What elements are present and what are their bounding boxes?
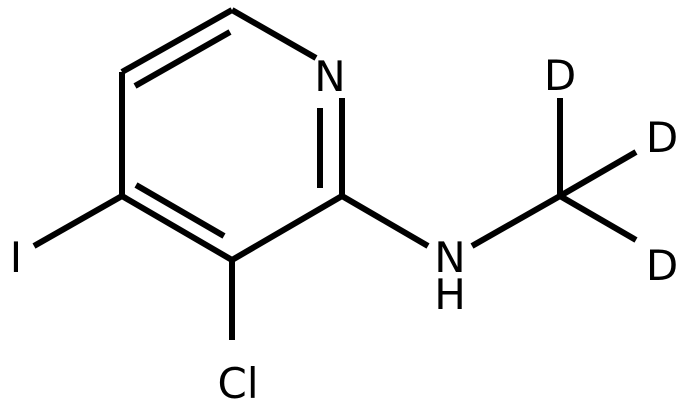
bond-ring-top xyxy=(120,7,234,75)
atom-ring-nitrogen: N xyxy=(314,52,345,101)
bond-ring-top-inner xyxy=(133,29,232,89)
bond-ring-c2-to-c3 xyxy=(230,193,344,263)
atom-amine-hydrogen: H xyxy=(434,270,466,319)
bond-ring-c3-to-c4-inner xyxy=(134,182,226,239)
bond-ring-top-right-to-n xyxy=(230,7,318,61)
atom-chlorine: Cl xyxy=(218,359,259,408)
bond-ring-c3-to-c4 xyxy=(120,193,234,263)
bond-amine-methyl xyxy=(470,193,562,249)
bond-c4-iodine xyxy=(32,193,124,249)
bond-methyl-deuterium-right xyxy=(558,149,638,199)
atom-deuterium-top: D xyxy=(544,51,576,100)
bond-methyl-deuterium-bottom xyxy=(558,193,638,243)
atom-deuterium-right: D xyxy=(646,113,678,162)
atom-amine-nitrogen: N xyxy=(434,233,465,282)
atom-iodine: I xyxy=(10,233,22,282)
bond-c2-amine xyxy=(340,193,430,249)
atom-deuterium-bottom: D xyxy=(646,241,678,290)
